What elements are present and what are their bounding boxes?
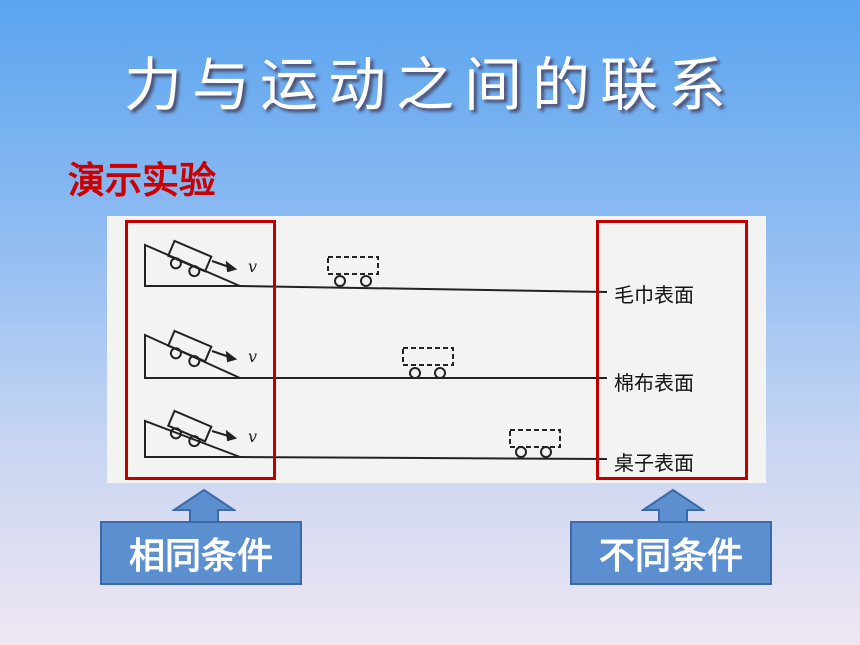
stopped-cart-1 [327,256,379,275]
surface-label-cotton: 棉布表面 [614,371,694,395]
cart-on-ramp-2 [166,329,213,368]
page-title: 力与运动之间的联系 [123,51,736,119]
ramp-row-2 [144,329,607,379]
velocity-label-2: v [248,347,258,366]
velocity-label-1: v [248,257,258,276]
surface-label-table: 桌子表面 [614,451,694,475]
same-condition-highlight [125,220,276,480]
experiment-figure: v v v 毛巾表面 棉布表面 桌子表面 [107,216,766,483]
stopped-cart-2 [402,347,454,366]
stopped-cart-3 [509,429,561,448]
section-subtitle: 演示实验 [68,159,216,202]
different-conditions-label: 不同条件 [570,521,772,585]
up-arrow-icon [641,488,705,524]
up-arrow-icon [172,488,236,524]
different-condition-highlight [596,220,748,480]
ramp-row-3 [144,409,608,460]
surface-label-towel: 毛巾表面 [614,283,694,307]
ramp-row-1 [144,239,608,293]
velocity-label-3: v [248,427,258,446]
cart-on-ramp-1 [166,239,213,278]
experiment-drawing [144,239,608,460]
cart-on-ramp-3 [166,409,213,448]
same-conditions-label: 相同条件 [100,521,302,585]
